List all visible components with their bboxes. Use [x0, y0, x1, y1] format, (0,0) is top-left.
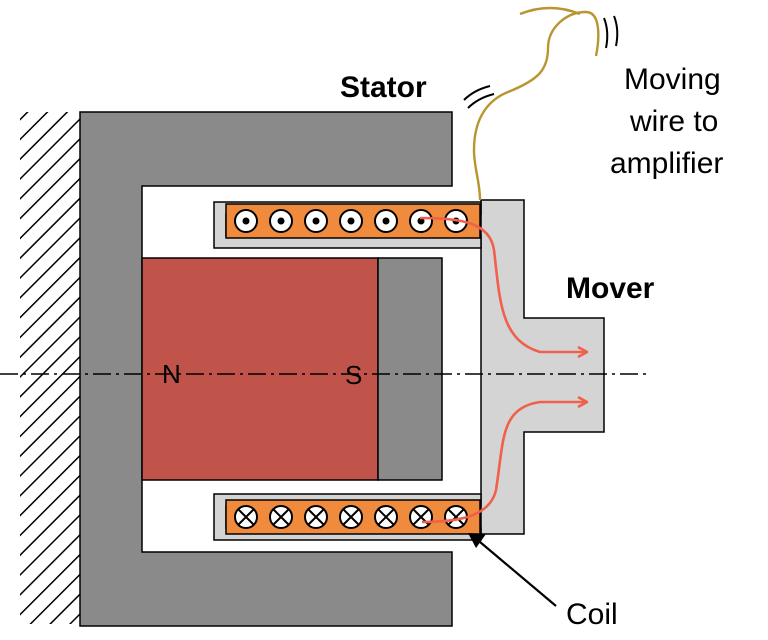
- north-pole-label: N: [162, 359, 181, 389]
- mover-body: [480, 199, 605, 535]
- south-pole-label: S: [345, 360, 362, 390]
- flux-arrows: [419, 216, 586, 524]
- cross-icon: [304, 505, 328, 529]
- mover-label: Mover: [566, 272, 655, 305]
- pole-piece: [377, 257, 443, 481]
- lead-wire: [472, 10, 600, 201]
- flux-arrow-bottom: [421, 402, 586, 524]
- coil-top-turns: [234, 209, 468, 233]
- motion-marks-icon: [463, 15, 619, 109]
- cross-icon: [409, 505, 433, 529]
- cross-icon: [339, 505, 363, 529]
- flux-arrow-top: [419, 216, 586, 352]
- lead-wire-tail: [519, 6, 581, 16]
- dot-icon: [339, 209, 363, 233]
- dot-icon: [409, 209, 433, 233]
- stator-label: Stator: [340, 71, 427, 104]
- coil-top: [225, 203, 481, 239]
- coil-bottom: [225, 499, 481, 535]
- wire-label-line2: wire to: [629, 105, 718, 138]
- cross-icon: [269, 505, 293, 529]
- dot-icon: [304, 209, 328, 233]
- stator-yoke: [79, 111, 453, 627]
- coil-label: Coil: [566, 598, 618, 631]
- cross-icon: [374, 505, 398, 529]
- wire-label-line3: amplifier: [610, 147, 723, 180]
- ground-hatching: [20, 112, 80, 624]
- cross-icon: [234, 505, 258, 529]
- wire-label-line1: Moving: [624, 63, 721, 96]
- dot-icon: [269, 209, 293, 233]
- dot-icon: [374, 209, 398, 233]
- permanent-magnet: [141, 257, 379, 481]
- dot-icon: [234, 209, 258, 233]
- coil-pointer-arrow: [468, 533, 557, 607]
